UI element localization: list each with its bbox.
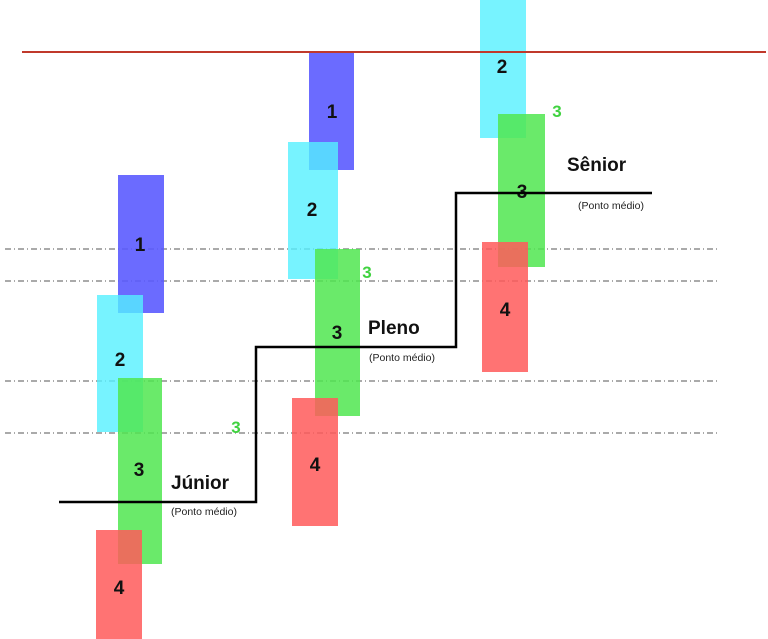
level-pleno: 1 2 3 4 3 Pleno (Ponto médio) bbox=[288, 51, 435, 526]
junior-band-1-label: 1 bbox=[135, 235, 146, 256]
junior-title: Júnior bbox=[171, 473, 230, 494]
pleno-band-3-label: 3 bbox=[332, 323, 343, 344]
junior-subtitle: (Ponto médio) bbox=[171, 506, 237, 518]
midpoint-step-line bbox=[59, 191, 652, 504]
junior-band-2-label: 2 bbox=[115, 350, 126, 371]
level-senior: 2 3 4 3 Sênior (Ponto médio) bbox=[480, 0, 644, 372]
pleno-marker: 3 bbox=[362, 263, 371, 282]
pleno-band-1-label: 1 bbox=[327, 102, 338, 123]
pleno-band-3 bbox=[315, 249, 360, 416]
pleno-title: Pleno bbox=[368, 318, 420, 339]
senior-band-3 bbox=[498, 114, 545, 267]
pleno-band-4 bbox=[292, 398, 338, 526]
senior-band-4 bbox=[482, 242, 528, 372]
senior-subtitle: (Ponto médio) bbox=[578, 200, 644, 212]
pleno-band-4-label: 4 bbox=[310, 455, 321, 476]
level-junior: 1 2 3 4 3 Júnior (Ponto médio) bbox=[96, 175, 241, 639]
pleno-band-2-label: 2 bbox=[307, 200, 318, 221]
junior-band-4 bbox=[96, 530, 142, 639]
junior-band-1 bbox=[118, 175, 164, 313]
junior-band-4-label: 4 bbox=[114, 578, 125, 599]
senior-band-2-label: 2 bbox=[497, 57, 508, 78]
senior-band-4-label: 4 bbox=[500, 300, 511, 321]
senior-title: Sênior bbox=[567, 155, 627, 176]
junior-marker: 3 bbox=[231, 418, 240, 437]
pleno-subtitle: (Ponto médio) bbox=[369, 352, 435, 364]
senior-marker: 3 bbox=[552, 102, 561, 121]
junior-band-3-label: 3 bbox=[134, 460, 145, 481]
